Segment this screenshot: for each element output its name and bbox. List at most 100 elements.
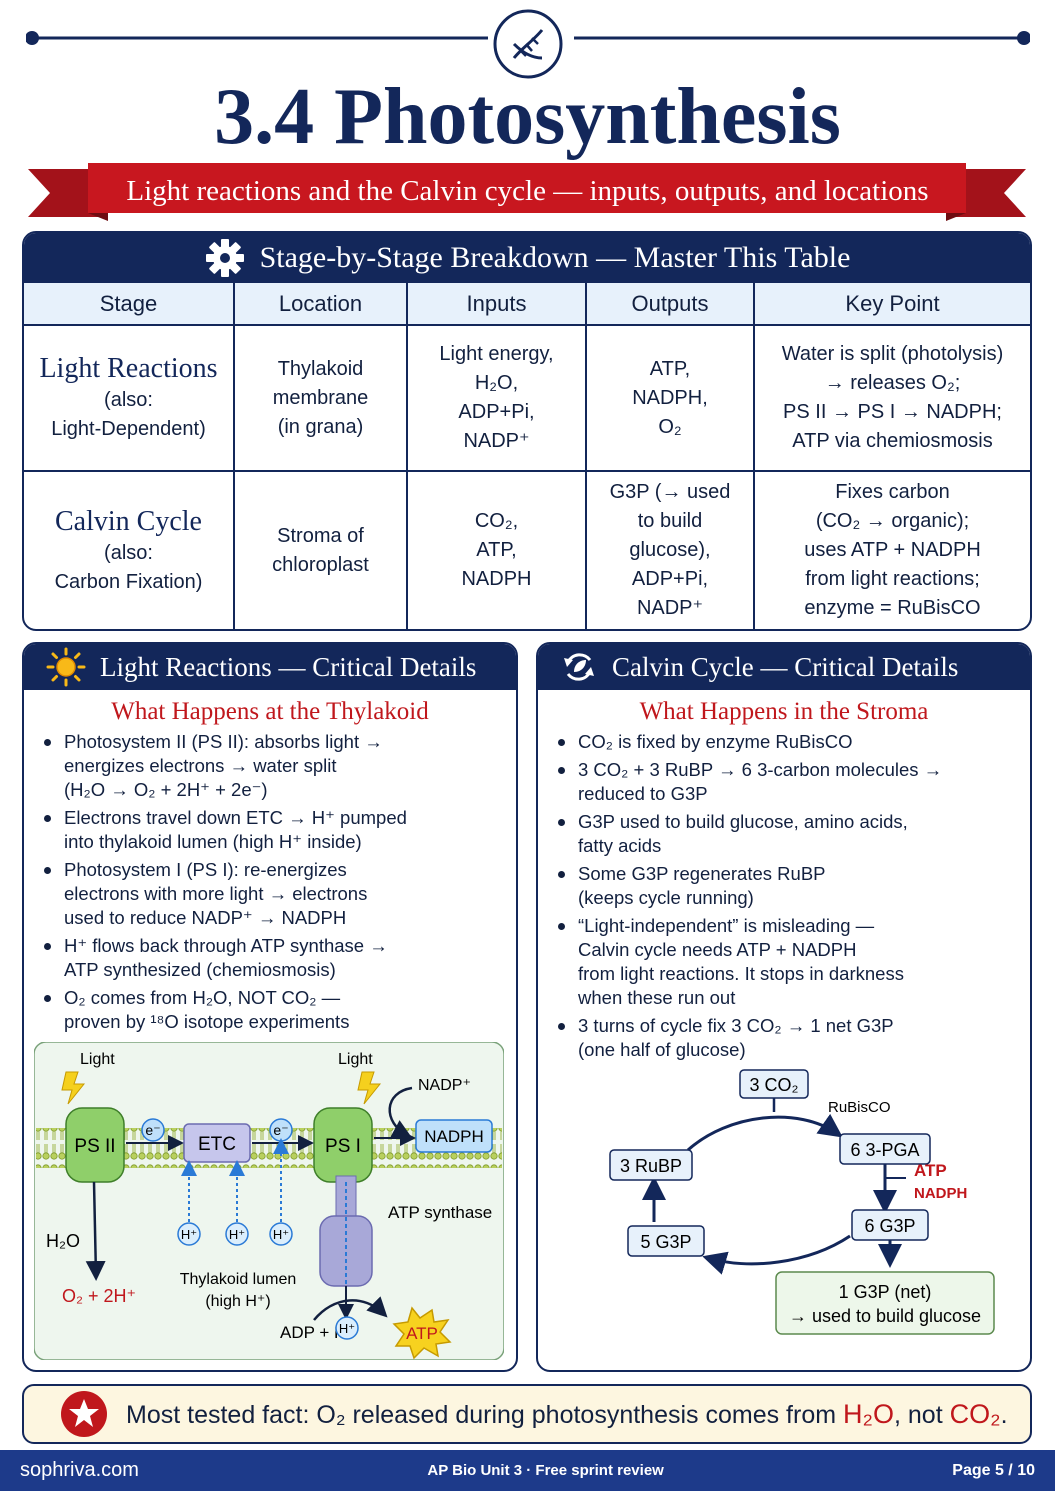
table-row: Light Reactions (also: Light-Dependent) … [24, 325, 1030, 472]
cell-line: membrane [272, 386, 369, 409]
outputs-cell: ATP, NADPH, O₂ [586, 325, 755, 472]
calvin-panel-title: Calvin Cycle — Critical Details [612, 651, 959, 682]
inputs-cell: Light energy, H₂O, ADP+Pi, NADP⁺ [407, 325, 587, 472]
cell-line: Fixes carbon [835, 481, 950, 503]
key-fact-callout: Most tested fact: O₂ released during pho… [22, 1384, 1032, 1444]
nadph-input-label: NADPH [914, 1185, 967, 1202]
light-label-1: Light [80, 1051, 115, 1068]
cell-line: (CO₂ → organic); [815, 510, 970, 532]
bullet-line: 3 turns of cycle fix 3 CO₂ → 1 net G3P [578, 1015, 894, 1036]
list-item: CO₂ is fixed by enzyme RuBisCO [538, 730, 1030, 754]
bullet-line: when these run out [578, 987, 736, 1008]
page-footer: sophriva.com AP Bio Unit 3 · Free sprint… [0, 1450, 1055, 1491]
cell-line: ATP, [649, 357, 691, 380]
cell-line: Thylakoid [277, 357, 364, 380]
col-header-stage: Stage [24, 283, 235, 326]
cell-line: ADP+Pi, [631, 568, 709, 590]
net-g3p-label: 1 G3P (net) [839, 1282, 932, 1302]
page-subtitle: Light reactions and the Calvin cycle — i… [126, 175, 929, 207]
bullet-line: energizes electrons → water split [64, 755, 337, 776]
list-item: “Light-independent” is misleading — Calv… [538, 914, 1030, 1010]
co2-label: 3 CO₂ [750, 1075, 799, 1095]
stage-alt-line: (also: [104, 389, 153, 411]
cell-line: H₂O, [474, 372, 519, 394]
proton-label: H⁺ [339, 1321, 355, 1336]
list-item: Electrons travel down ETC → H⁺ pumped in… [24, 806, 516, 854]
water-label: H₂O [46, 1231, 80, 1251]
lightning-icon [61, 1071, 86, 1105]
light-bullet-list: Photosystem II (PS II): absorbs light → … [24, 730, 516, 1034]
g3p6-label: 6 G3P [864, 1216, 915, 1236]
cell-line: NADP⁺ [636, 597, 704, 619]
bullet-line: Some G3P regenerates RuBP [578, 863, 826, 884]
col-header-outputs: Outputs [586, 283, 755, 326]
star-icon [61, 1391, 107, 1437]
calvin-bullet-list: CO₂ is fixed by enzyme RuBisCO 3 CO₂ + 3… [538, 730, 1030, 1062]
bullet-line: electrons with more light → electrons [64, 883, 368, 904]
footer-site-link[interactable]: sophriva.com [20, 1459, 139, 1481]
cell-line: glucose), [629, 539, 711, 561]
light-panel-subheading: What Happens at the Thylakoid [111, 698, 429, 725]
bullet-line: O₂ comes from H₂O, NOT CO₂ — [64, 987, 341, 1008]
stage-table: Stage Location Inputs Outputs Key Point … [24, 283, 1030, 629]
list-item: 3 CO₂ + 3 RuBP → 6 3-carbon molecules → … [538, 758, 1030, 806]
col-header-key-point: Key Point [754, 283, 1030, 326]
proton-label: H⁺ [181, 1227, 197, 1242]
key-fact-end: . [1000, 1400, 1008, 1429]
stage-table-card: Stage-by-Stage Breakdown — Master This T… [22, 231, 1032, 631]
outputs-cell: G3P (→ used to build glucose), ADP+Pi, N… [586, 471, 755, 629]
inputs-cell: CO₂, ATP, NADPH [407, 471, 587, 629]
rubp-label: 3 RuBP [620, 1156, 682, 1176]
stage-name: Light Reactions [39, 353, 218, 384]
stage-alt-line: (also: [104, 541, 153, 564]
light-label-2: Light [338, 1051, 373, 1068]
cell-line: Light energy, [439, 343, 554, 365]
table-row: Calvin Cycle (also: Carbon Fixation) Str… [24, 471, 1030, 629]
atp-label: ATP [406, 1324, 438, 1343]
bullet-line: 3 CO₂ + 3 RuBP → 6 3-carbon molecules → [578, 759, 943, 780]
light-panel-title: Light Reactions — Critical Details [100, 651, 477, 682]
atp-burst [392, 1306, 452, 1360]
bullet-line: Electrons travel down ETC → H⁺ pumped [64, 807, 407, 828]
stage-name: Calvin Cycle [55, 505, 202, 537]
bullet-line: Photosystem II (PS II): absorbs light → [64, 731, 383, 752]
cell-line: NADPH, [632, 386, 708, 409]
nadp-label: NADP⁺ [418, 1077, 471, 1094]
calvin-cycle-panel: Calvin Cycle — Critical Details What Hap… [536, 642, 1032, 1372]
ps2-label: PS II [74, 1136, 115, 1157]
bullet-line: (keeps cycle running) [578, 887, 754, 908]
gear-icon [205, 239, 244, 277]
calvin-cycle-diagram: 3 CO₂ RuBisCO 6 3-PGA ATP NADPH 6 G3P 5 … [609, 1069, 995, 1335]
cell-line: CO₂, [474, 510, 519, 532]
page-title: 3.4 Photosynthesis [214, 73, 841, 161]
cell-line: uses ATP + NADPH [804, 539, 981, 561]
key-fact-mid: , not [894, 1400, 943, 1429]
location-cell: Stroma of chloroplast [234, 471, 408, 629]
subtitle-ribbon [28, 163, 1026, 221]
thylakoid-diagram: Light Light PS II ETC PS I e⁻ e⁻ NADP⁺ N… [34, 1042, 504, 1360]
stage-table-header: Stage-by-Stage Breakdown — Master This T… [24, 233, 1030, 283]
cell-line: O₂ [658, 415, 682, 438]
cell-line: NADP⁺ [463, 430, 530, 452]
calvin-panel-header: Calvin Cycle — Critical Details [538, 644, 1030, 690]
bullet-line: CO₂ is fixed by enzyme RuBisCO [578, 731, 853, 752]
list-item: G3P used to build glucose, amino acids, … [538, 810, 1030, 858]
bullet-line: proven by ¹⁸O isotope experiments [64, 1011, 350, 1032]
key-point-cell: Water is split (photolysis) → releases O… [754, 325, 1030, 472]
stage-alt-line: Light-Dependent) [51, 418, 206, 440]
light-panel-header: Light Reactions — Critical Details [24, 644, 516, 690]
key-fact-text: Most tested fact: O₂ released during pho… [126, 1399, 1008, 1430]
stage-alt-line: Carbon Fixation) [54, 570, 203, 593]
list-item: O₂ comes from H₂O, NOT CO₂ — proven by ¹… [24, 986, 516, 1034]
bullet-line: “Light-independent” is misleading — [578, 915, 875, 936]
proton-label: H⁺ [229, 1227, 245, 1242]
nadph-label: NADPH [424, 1127, 484, 1146]
bullet-line: Photosystem I (PS I): re-energizes [64, 859, 347, 880]
key-point-cell: Fixes carbon (CO₂ → organic); uses ATP +… [754, 471, 1030, 629]
bullet-line: fatty acids [578, 835, 662, 856]
cycle-icon [564, 653, 594, 681]
footer-course: AP Bio Unit 3 · Free sprint review [427, 1462, 664, 1479]
cell-line: (in grana) [277, 415, 364, 438]
cell-line: ATP via chemiosmosis [792, 430, 993, 452]
cell-line: G3P (→ used [609, 481, 731, 503]
